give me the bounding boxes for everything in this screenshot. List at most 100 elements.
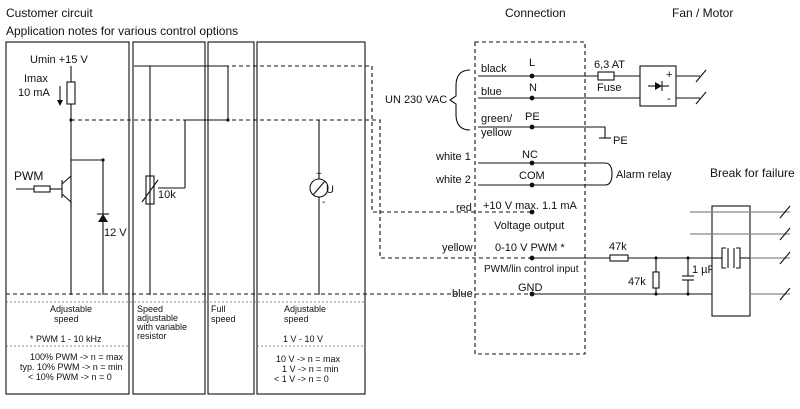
break-mark-3 <box>779 251 791 265</box>
terminal-n <box>529 95 535 101</box>
meter-minus: - <box>322 197 325 208</box>
panel-voltage <box>256 41 366 395</box>
panel-pwm <box>5 41 130 395</box>
fuse-rating: 6,3 AT <box>594 59 625 71</box>
wire-black-label: black <box>481 63 507 75</box>
wire-voltage-output <box>134 65 530 213</box>
note-col2-line3: with variable <box>136 322 187 332</box>
zener-label: 12 V <box>104 227 127 239</box>
fuse-label: Fuse <box>597 82 621 94</box>
fuse-icon <box>597 71 615 81</box>
rc-network: 47k 47k 1 µF <box>609 241 715 296</box>
terminal-10v-label: +10 V max. 1.1 mA <box>483 200 578 212</box>
motor-plus-label: + <box>666 69 672 81</box>
pot-resistor <box>145 175 155 205</box>
node-collector <box>101 158 105 162</box>
transistor-emitter <box>61 193 72 203</box>
wire-red-label: red <box>456 202 472 214</box>
motor-minus-label: - <box>667 93 671 105</box>
note-col1-title: Adjustable <box>50 304 92 314</box>
wire-white2-label: white 2 <box>435 174 471 186</box>
isolation-block <box>690 205 791 317</box>
note-col4-line1: Adjustable <box>284 304 326 314</box>
imax-value: 10 mA <box>18 87 50 99</box>
resistor-47k-shunt-label: 47k <box>628 276 646 288</box>
header-break-for-failure: Break for failure <box>710 166 795 180</box>
fan-motor-block: 6,3 AT Fuse + - <box>594 59 707 107</box>
terminal-nc-label: NC <box>522 149 538 161</box>
alarm-relay-label: Alarm relay <box>616 169 672 181</box>
terminal-pe-label: PE <box>525 111 540 123</box>
meter-u-label: U <box>326 184 334 196</box>
resistor-47k-shunt <box>652 271 660 289</box>
control-input-label: PWM/lin control input <box>484 264 579 275</box>
terminal-control <box>529 255 535 261</box>
node-r2-gnd <box>654 292 658 296</box>
break-mark-2 <box>779 227 791 241</box>
pot-wiper-arrow <box>141 179 159 203</box>
bottom-notes: Adjustable speed * PWM 1 - 10 kHz 100% P… <box>20 304 341 384</box>
supply-resistor <box>66 81 76 105</box>
voltage-source-circuit: U + - <box>309 120 334 295</box>
mains-label: UN 230 VAC <box>385 94 447 106</box>
wire-yellow2-label: yellow <box>442 242 473 254</box>
meter-plus: + <box>316 169 322 180</box>
wire-yellow-label: yellow <box>481 127 512 139</box>
base-resistor <box>33 185 51 193</box>
terminal-10v <box>529 209 535 215</box>
note-col4-n2: 1 V -> n = min <box>282 364 339 374</box>
motor-break-minus <box>695 91 707 105</box>
motor-diode-icon <box>655 82 662 90</box>
panel-full-speed <box>207 41 255 395</box>
terminal-pe <box>529 124 535 130</box>
terminal-gnd-label: GND <box>518 282 543 294</box>
pot-label: 10k <box>158 189 176 201</box>
header-application-notes: Application notes for various control op… <box>6 24 238 38</box>
note-col4-range: 1 V - 10 V <box>283 334 323 344</box>
pwm-input-label: PWM <box>14 169 43 183</box>
note-col3-line2: speed <box>211 314 236 324</box>
resistor-47k-series <box>609 254 629 262</box>
customer-panels <box>5 41 366 395</box>
note-col4-n3: < 1 V -> n = 0 <box>274 374 329 384</box>
connector-box <box>474 41 586 355</box>
terminal-control-label: 0-10 V PWM * <box>495 242 565 254</box>
isolator-box <box>711 205 751 317</box>
note-col4-line2: speed <box>284 314 309 324</box>
node-cap-gnd <box>686 292 690 296</box>
node-full-speed <box>226 118 230 122</box>
wire-green-label: green/ <box>481 113 513 125</box>
wire-pe <box>478 126 606 138</box>
connection-block: UN 230 VAC black L blue N green/ yellow … <box>385 41 712 355</box>
meter-needle <box>312 180 326 196</box>
note-col1-line3: < 10% PWM -> n = 0 <box>28 372 112 382</box>
note-col2-line1: Speed <box>137 304 163 314</box>
transistor-collector <box>61 175 72 185</box>
terminal-l <box>529 73 535 79</box>
note-col1-line1: 100% PWM -> n = max <box>30 352 124 362</box>
terminal-n-label: N <box>529 82 537 94</box>
zener-diode-icon <box>98 214 108 222</box>
pe-out-label: PE <box>613 135 628 147</box>
terminal-gnd <box>529 291 535 297</box>
header-connection: Connection <box>505 6 566 20</box>
break-mark-4 <box>779 287 791 301</box>
imax-label: Imax <box>24 73 48 85</box>
header-fan-motor: Fan / Motor <box>672 6 733 20</box>
resistor-47k-series-label: 47k <box>609 241 627 253</box>
alarm-relay-brace <box>604 162 613 186</box>
note-col1-title2: speed <box>54 314 79 324</box>
terminal-com-label: COM <box>519 170 545 182</box>
header-customer-circuit: Customer circuit <box>6 6 93 20</box>
mains-brace <box>449 69 471 131</box>
wire-white1-label: white 1 <box>435 151 471 163</box>
wire-blue2-label: blue <box>452 288 473 300</box>
node-pwm-out <box>69 118 73 122</box>
voltage-output-label: Voltage output <box>494 220 564 232</box>
terminal-com <box>529 182 535 188</box>
motor-break-plus <box>695 69 707 83</box>
capacitor-label: 1 µF <box>692 264 715 276</box>
note-col4-n1: 10 V -> n = max <box>276 354 341 364</box>
